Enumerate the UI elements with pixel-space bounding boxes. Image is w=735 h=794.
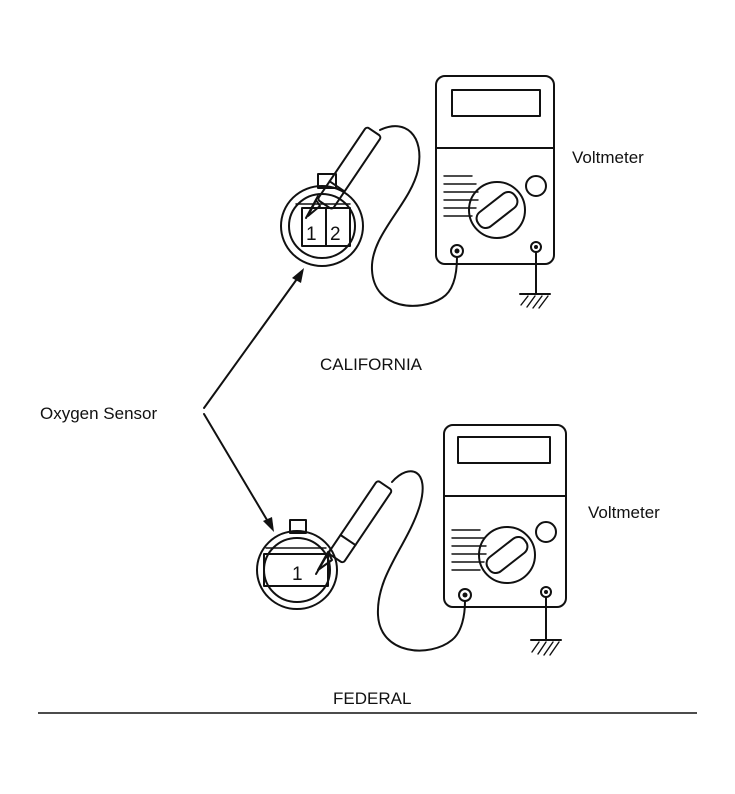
oxygen-sensor-label: Oxygen Sensor bbox=[40, 404, 158, 423]
scale-marks bbox=[451, 529, 487, 571]
meter-button-icon bbox=[535, 521, 557, 543]
pin-2-label-california: 2 bbox=[330, 224, 341, 245]
ground-symbol-bottom-icon bbox=[530, 596, 562, 656]
pin-1-label-federal: 1 bbox=[292, 564, 303, 585]
federal-label: FEDERAL bbox=[333, 689, 411, 708]
connector-federal-icon bbox=[256, 519, 338, 610]
meter-button-icon bbox=[525, 175, 547, 197]
ground-symbol-top-icon bbox=[519, 251, 551, 309]
voltmeter-bottom-label: Voltmeter bbox=[588, 503, 660, 522]
selector-knob-icon bbox=[468, 181, 526, 239]
california-label: CALIFORNIA bbox=[320, 355, 423, 374]
sensor-pointer-arrows bbox=[203, 268, 304, 532]
scale-marks bbox=[443, 175, 479, 217]
pin-1-label-california: 1 bbox=[306, 224, 317, 245]
voltmeter-bottom-icon bbox=[443, 424, 567, 608]
probe-top-icon bbox=[305, 126, 382, 219]
connector-california-icon bbox=[280, 173, 364, 267]
test-lead-top bbox=[370, 125, 458, 307]
voltmeter-top-label: Voltmeter bbox=[572, 148, 644, 167]
probe-bottom-icon bbox=[315, 480, 393, 575]
voltmeter-top-icon bbox=[435, 75, 555, 265]
selector-knob-icon bbox=[478, 526, 536, 584]
test-lead-bottom bbox=[376, 470, 466, 652]
